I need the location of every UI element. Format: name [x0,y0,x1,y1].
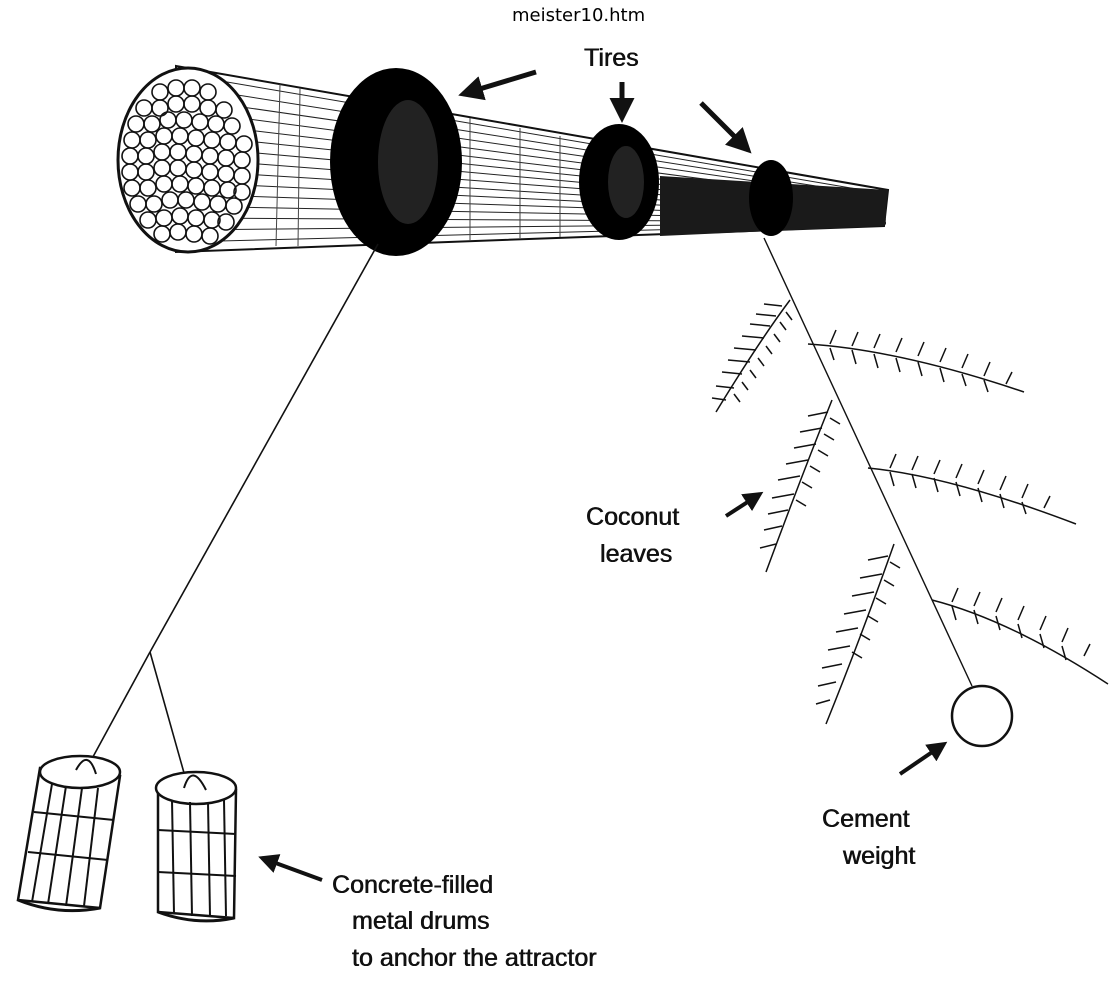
coconut-leaf-icon [816,544,900,724]
coconut-leaf-icon [808,330,1024,392]
tires-label: Tires [584,44,639,72]
drums-label-line-3: to anchor the attractor [352,944,597,972]
cement-weight-label-line-2: weight [843,842,915,870]
arrow-icon [900,744,944,774]
arrow-icon [463,72,536,94]
arrow-icon [701,103,748,150]
anchor-rope [88,244,378,780]
coconut-leaf-icon [760,400,840,572]
concrete-drum-icon [156,772,236,921]
arrow-icon [726,494,760,516]
coconut-leaf-icon [712,300,792,412]
cement-weight-label-line-1: Cement [822,805,910,833]
coconut-leaves-label-line-1: Coconut [586,503,679,531]
coconut-leaves-label-line-2: leaves [600,540,672,568]
tire-large-icon [330,68,462,256]
drums-label-line-2: metal drums [352,907,490,935]
tire-medium-icon [579,124,659,240]
arrow-icon [262,858,322,880]
drums-label-line-1: Concrete-filled [332,871,493,899]
coconut-leaf-icon [932,588,1108,684]
tire-small-icon [749,160,793,236]
coconut-leaf-icon [868,454,1076,524]
cement-weight-icon [952,686,1012,746]
concrete-drum-icon [18,756,120,911]
